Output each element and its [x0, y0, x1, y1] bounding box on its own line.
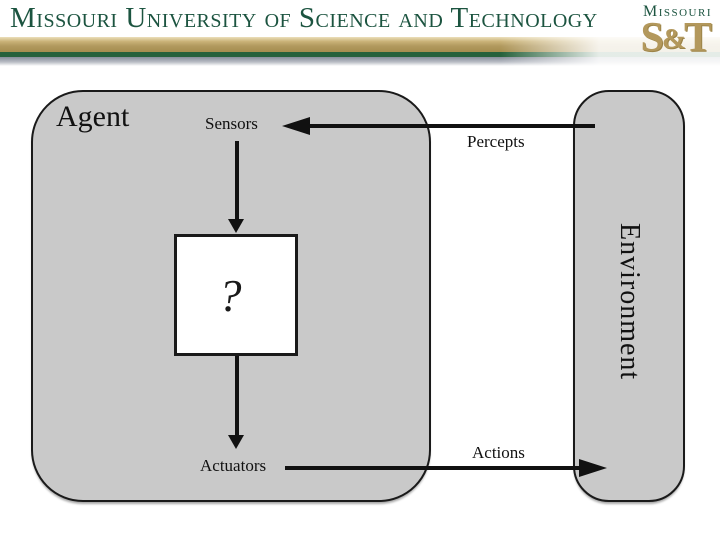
question-mark-label: ? — [218, 269, 242, 321]
header-bar-fade — [500, 35, 720, 68]
percepts-arrow-line — [308, 124, 595, 128]
actuators-label: Actuators — [200, 456, 267, 475]
sensors-label: Sensors — [205, 114, 258, 133]
environment-box: Environment — [573, 90, 685, 502]
actions-label: Actions — [472, 443, 525, 462]
header-silver-bar — [0, 57, 720, 66]
logo-monogram-st: S&T — [640, 17, 712, 59]
logo-letter-t: T — [683, 15, 712, 61]
actions-arrow-line — [285, 466, 579, 470]
sensors-arrowhead-down-icon — [228, 219, 244, 233]
logo-wordmark: Missouri — [642, 3, 712, 20]
missouri-st-logo: Missouri S&T — [640, 3, 712, 60]
percepts-label: Percepts — [467, 132, 525, 151]
header-green-bar — [0, 52, 720, 57]
university-name-title: Missouri University of Science and Techn… — [10, 2, 598, 34]
agent-program-box: ? — [174, 234, 298, 356]
logo-letter-s: S — [640, 15, 664, 61]
environment-label: Environment — [614, 223, 645, 381]
logo-pickaxe-ampersand-icon: & — [661, 23, 686, 55]
actuators-arrowhead-down-icon — [228, 435, 244, 449]
sensors-to-program-line — [235, 141, 239, 221]
agent-label: Agent — [56, 100, 130, 133]
program-to-actuators-line — [235, 356, 239, 436]
percepts-arrowhead-left-icon — [282, 117, 310, 135]
actions-arrowhead-right-icon — [579, 459, 607, 477]
